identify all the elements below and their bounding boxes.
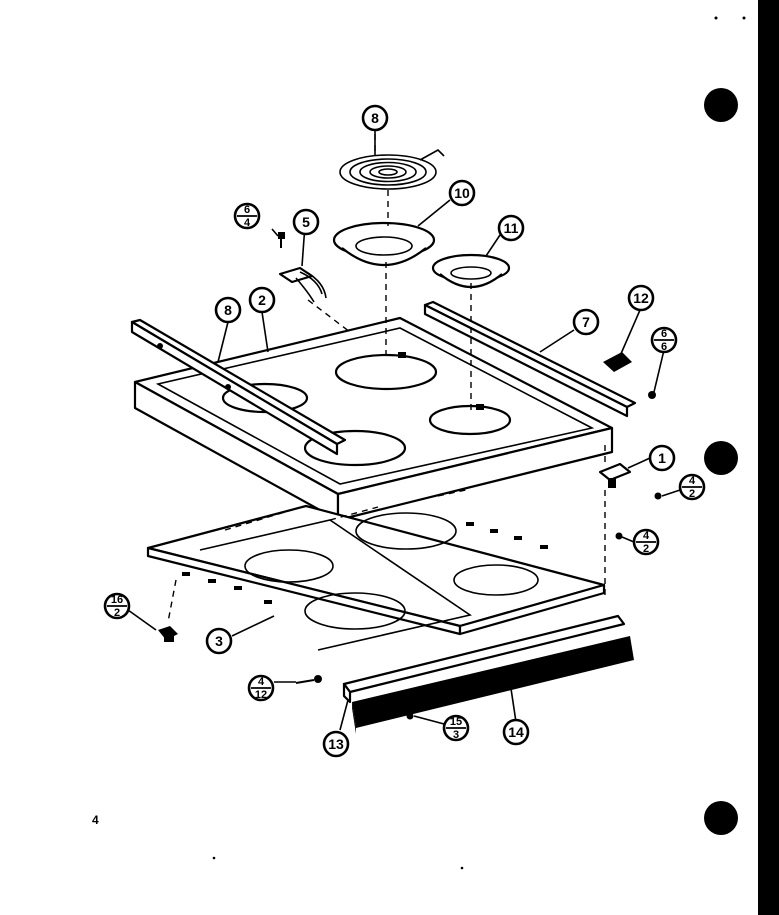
punch-hole-top <box>704 88 738 122</box>
mounting-bracket <box>603 352 632 372</box>
fraction-bottom: 12 <box>255 689 267 701</box>
callout-5: 5 <box>292 208 320 236</box>
callout-8-top: 8 <box>361 104 389 132</box>
callout-label: 10 <box>454 185 470 201</box>
fraction-callout-6-4: 6 4 <box>233 202 261 230</box>
fraction-callout-6-6: 6 6 <box>650 326 678 354</box>
callout-2: 2 <box>248 286 276 314</box>
fraction-bottom: 4 <box>244 217 251 229</box>
drip-pan-large <box>332 221 436 266</box>
surface-element-coil <box>339 149 445 190</box>
back-trim-rail <box>423 300 637 418</box>
fraction-top: 6 <box>244 204 250 216</box>
fraction-callout-4-2-upper: 4 2 <box>678 473 706 501</box>
hinge-bracket <box>598 462 632 488</box>
callout-8-side: 8 <box>214 296 242 324</box>
fraction-top: 6 <box>661 328 667 340</box>
callout-3: 3 <box>205 627 233 655</box>
callout-label: 8 <box>224 302 232 318</box>
page-edge-bar <box>758 0 779 915</box>
callout-11: 11 <box>497 214 525 242</box>
fraction-top: 4 <box>258 676 265 688</box>
callout-label: 1 <box>658 450 666 466</box>
callout-label: 5 <box>302 214 310 230</box>
screw-right <box>648 391 656 399</box>
fraction-top: 4 <box>643 530 650 542</box>
burner-box-panel <box>146 504 606 651</box>
punch-hole-bottom <box>704 801 738 835</box>
fraction-callout-4-12: 4 12 <box>247 674 275 702</box>
connector-block <box>158 626 178 642</box>
fraction-top: 4 <box>689 475 696 487</box>
fraction-top: 16 <box>111 594 123 606</box>
screw-grille <box>406 712 414 720</box>
screw-top-left <box>278 232 285 248</box>
drip-pan-small <box>431 253 511 288</box>
callout-14: 14 <box>502 718 530 746</box>
assembly-lines <box>167 134 606 623</box>
callout-label: 8 <box>371 110 379 126</box>
fraction-bottom: 2 <box>689 488 695 500</box>
callout-7: 7 <box>572 308 600 336</box>
callout-label: 14 <box>508 724 524 740</box>
fraction-bottom: 3 <box>453 729 459 741</box>
callout-label: 2 <box>258 292 266 308</box>
left-trim-rail <box>130 318 347 456</box>
page-number: 4 <box>92 813 99 827</box>
fraction-bottom: 2 <box>114 607 120 619</box>
fraction-top: 15 <box>450 716 462 728</box>
callout-1: 1 <box>648 444 676 472</box>
punch-hole-middle <box>704 441 738 475</box>
front-grille <box>352 636 634 734</box>
fraction-bottom: 2 <box>643 543 649 555</box>
cooktop-frame <box>133 316 614 522</box>
callout-label: 13 <box>328 736 344 752</box>
fraction-callout-15-3: 15 3 <box>442 714 470 742</box>
callout-label: 7 <box>582 314 590 330</box>
callout-label: 12 <box>633 290 649 306</box>
callout-10: 10 <box>448 179 476 207</box>
fraction-callout-4-2-lower: 4 2 <box>632 528 660 556</box>
element-receptacle <box>278 266 327 303</box>
callout-label: 11 <box>504 220 519 236</box>
callout-12: 12 <box>627 284 655 312</box>
fraction-bottom: 6 <box>661 341 667 353</box>
callout-13: 13 <box>322 730 350 758</box>
callout-label: 3 <box>215 633 223 649</box>
front-trim-strip <box>342 614 626 704</box>
screw-bottom-left <box>295 675 322 684</box>
fraction-callout-16-2: 16 2 <box>103 592 131 620</box>
